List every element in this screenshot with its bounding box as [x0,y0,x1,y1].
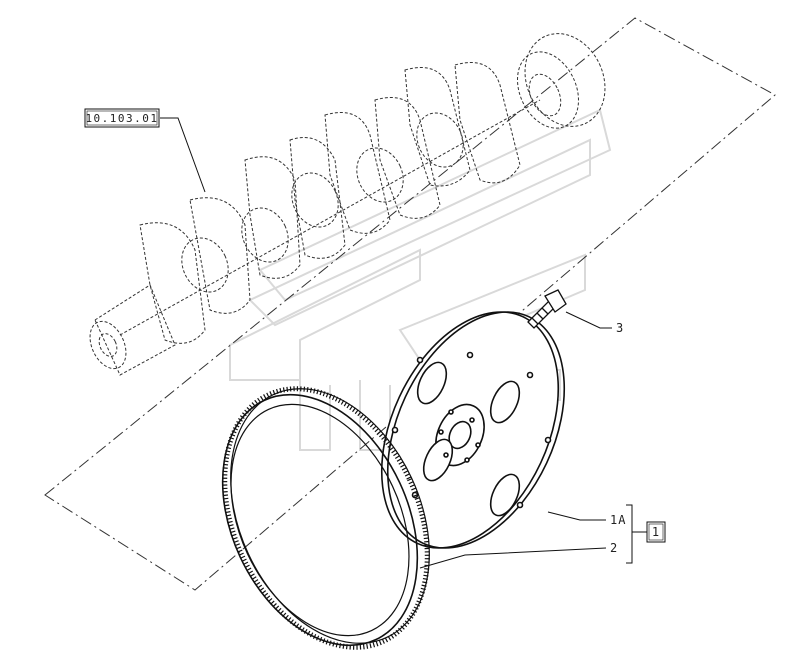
callout-flywheel-plate: 1A [610,513,626,527]
bolt[interactable] [527,289,567,329]
callout-ring-gear: 2 [610,541,618,555]
reference-label-10-103-01[interactable]: 10.103.01 [84,108,160,128]
assembly-box-label: 1 [652,525,660,539]
hub-bolt-holes [438,409,481,463]
leader-lines [160,117,647,569]
watermark-logo [229,108,612,451]
crankshaft[interactable] [83,20,620,376]
assembly-box[interactable]: 1 [646,521,666,543]
reference-label-text: 10.103.01 [85,112,158,125]
flywheel-plate[interactable] [346,284,599,577]
ring-gear[interactable] [184,356,468,652]
assembly-plane-outline [44,17,776,591]
flywheel-plate-openings [416,361,521,517]
callout-bolt: 3 [616,321,624,335]
